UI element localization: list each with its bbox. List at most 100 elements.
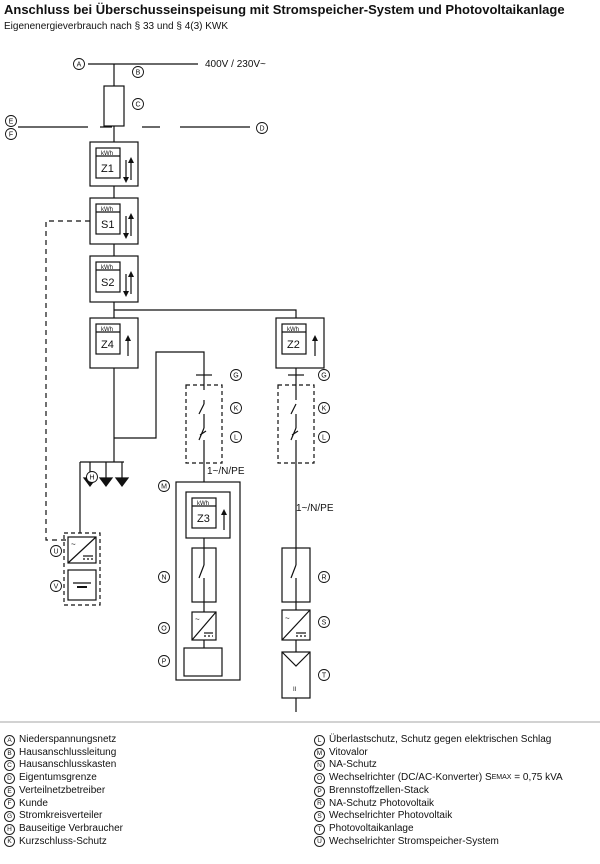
- legend-item: P Brennstoffzellen-Stack: [314, 785, 563, 798]
- svg-text:B: B: [136, 70, 141, 77]
- legend-text: NA-Schutz: [329, 759, 377, 771]
- marker-k-vitovalor: K: [230, 402, 242, 414]
- marker-l-pv: L: [318, 431, 330, 443]
- legend-text: Brennstoffzellen-Stack: [329, 784, 429, 796]
- legend-item: D Eigentumsgrenze: [4, 772, 123, 785]
- marker-g-pv: G: [318, 369, 330, 381]
- marker-r: R: [318, 571, 330, 583]
- marker-v: V: [50, 580, 62, 592]
- storage-inverter: [67, 536, 97, 564]
- vitovalor-phase-label: 1~/N/PE: [207, 466, 245, 477]
- legend-text: Hausanschlusskasten: [19, 759, 117, 771]
- legend-text: Wechselrichter Stromspeicher-System: [329, 835, 499, 847]
- legend-marker: L: [314, 734, 325, 746]
- svg-text:U: U: [53, 549, 58, 556]
- vitovalor-protection-box: [185, 384, 223, 464]
- pv-na-switch-blade: [290, 564, 297, 579]
- legend-item: N NA-Schutz: [314, 759, 563, 772]
- pv-branch-line: [114, 309, 297, 318]
- svg-text:H: H: [89, 475, 94, 482]
- legend-item: F Kunde: [4, 798, 123, 811]
- meter-z1-unit: kWh: [101, 151, 113, 157]
- meter-s2-label: S2: [101, 277, 114, 289]
- svg-text:D: D: [259, 126, 264, 133]
- legend-text: Niederspannungsnetz: [19, 734, 117, 745]
- vitovalor-feed-line: [114, 351, 205, 439]
- marker-f: F: [5, 128, 17, 140]
- vitovalor-inverter-diag: [191, 611, 217, 641]
- meter-z2-display: [281, 323, 307, 355]
- marker-k-pv: K: [318, 402, 330, 414]
- legend-text: Stromkreisverteiler: [19, 810, 103, 822]
- meter-z4-display: [95, 323, 121, 355]
- meter-s2-unit: kWh: [101, 265, 113, 271]
- legend-text: Wechselrichter (DC/AC-Konverter) S: [329, 772, 492, 784]
- marker-b: B: [132, 66, 144, 78]
- meter-z3-display: [191, 497, 217, 529]
- meter-z4-housing: [89, 317, 139, 369]
- svg-text:L: L: [322, 435, 326, 442]
- svg-text:G: G: [321, 373, 326, 380]
- meter-z3-label: Z3: [197, 513, 210, 525]
- svg-text:M: M: [161, 484, 167, 491]
- svg-text:T: T: [322, 673, 327, 680]
- meter-z2-label: Z2: [287, 339, 300, 351]
- svg-text:P: P: [162, 659, 167, 666]
- legend-item: G Stromkreisverteiler: [4, 810, 123, 823]
- vitovalor-na-switch-blade: [198, 564, 205, 579]
- svg-text:F: F: [9, 132, 13, 139]
- marker-p: P: [158, 655, 170, 667]
- pv-inverter-ac-symbol: ~: [285, 614, 290, 623]
- fuel-cell-stack: [183, 647, 223, 677]
- marker-e: E: [5, 115, 17, 127]
- marker-a: A: [73, 58, 85, 70]
- diagram-subtitle: Eigenenergieverbrauch nach § 33 und § 4(…: [4, 21, 229, 32]
- pv-panel-mark: II: [293, 687, 297, 693]
- svg-text:K: K: [234, 406, 239, 413]
- meter-s1-unit: kWh: [101, 207, 113, 213]
- svg-text:K: K: [322, 406, 327, 413]
- svg-text:C: C: [135, 102, 140, 109]
- marker-n: N: [158, 571, 170, 583]
- storage-inverter-diag: [67, 536, 97, 564]
- marker-l-vitovalor: L: [230, 431, 242, 443]
- svg-text:O: O: [161, 626, 167, 633]
- pv-protection-box: [277, 384, 315, 464]
- marker-t: T: [318, 669, 330, 681]
- legend-marker: P: [314, 785, 325, 797]
- marker-c: C: [132, 98, 144, 110]
- legend-text: Bauseitige Verbraucher: [19, 822, 123, 834]
- legend-marker: G: [4, 811, 15, 823]
- storage-dashed-link: [45, 220, 90, 541]
- consumer-load-2: [98, 477, 114, 487]
- legend-suffix: = 0,75 kVA: [511, 772, 563, 784]
- vitovalor-housing: [175, 481, 241, 681]
- legend-marker: A: [4, 734, 15, 746]
- svg-text:A: A: [77, 62, 82, 69]
- legend-marker: F: [4, 798, 15, 810]
- legend-text: Kunde: [19, 797, 48, 809]
- legend-marker: K: [4, 836, 15, 848]
- legend-marker: O: [314, 772, 325, 784]
- legend-text: Hausanschlussleitung: [19, 746, 117, 758]
- svg-text:R: R: [321, 575, 326, 582]
- grid-voltage-label: 400V / 230V~: [205, 59, 266, 70]
- svg-text:L: L: [234, 435, 238, 442]
- legend-text: Eigentumsgrenze: [19, 772, 97, 784]
- vitovalor-switch-l-tick: [199, 430, 207, 436]
- marker-h: H: [86, 471, 98, 483]
- legend-marker: N: [314, 760, 325, 772]
- legend-marker: D: [4, 772, 15, 784]
- meter-s1-display: [95, 203, 121, 235]
- pv-phase-label: 1~/N/PE: [296, 503, 334, 514]
- marker-s: S: [318, 616, 330, 628]
